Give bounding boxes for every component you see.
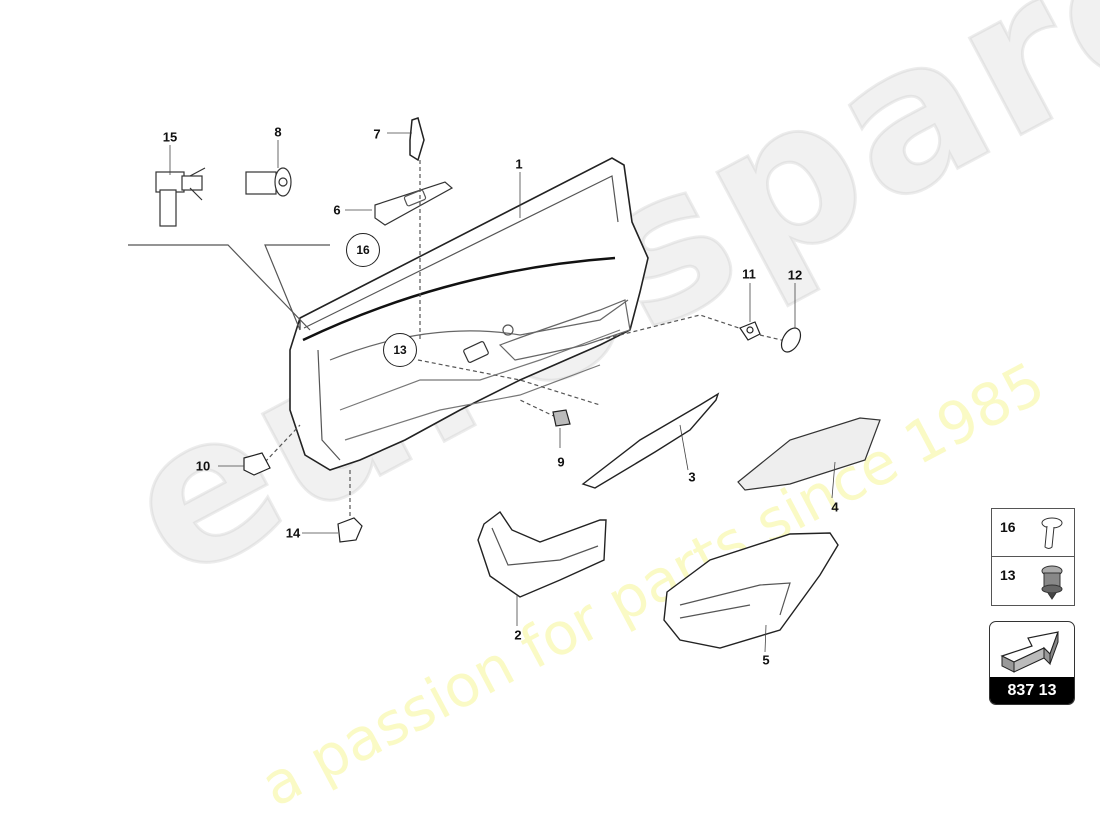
callout-14: 14 [285, 525, 301, 541]
parts-diagram: eurospares a passion for parts since 198… [88, 0, 1100, 820]
cover-part-5 [663, 532, 839, 649]
cap-part-12 [780, 327, 802, 353]
legend-row-16: 16 [992, 509, 1074, 557]
callout-16-circled: 16 [346, 233, 380, 267]
clip-fastener-icon [1041, 565, 1063, 600]
fastener-legend: 16 13 [991, 508, 1075, 606]
diagram-reference-number: 837 13 [990, 677, 1074, 704]
diagram-reference-box: 837 13 [989, 621, 1075, 705]
clip-part-15 [155, 167, 206, 227]
parts-drawing [128, 117, 881, 653]
trim-strip-part-3 [581, 392, 720, 489]
grommet-part-8 [245, 167, 292, 197]
callout-10: 10 [195, 458, 211, 474]
callout-16-label: 16 [356, 243, 370, 257]
legend-row-13: 13 [992, 557, 1074, 605]
callout-3: 3 [688, 469, 696, 485]
callout-13-circled: 13 [383, 333, 417, 367]
legend-number: 16 [1000, 519, 1016, 535]
door-panel-part-1 [289, 157, 649, 471]
legend-number: 13 [1000, 567, 1016, 583]
pocket-part-2 [477, 510, 607, 598]
callout-12: 12 [787, 267, 803, 283]
callout-1: 1 [515, 156, 523, 172]
callout-8: 8 [274, 124, 282, 140]
switch-part-10 [243, 452, 271, 476]
callout-4: 4 [831, 499, 839, 515]
callout-13-label: 13 [393, 343, 407, 357]
bracket-part-14 [337, 517, 363, 543]
nut-part-11 [739, 321, 761, 341]
callout-7: 7 [373, 126, 381, 142]
screw-icon [1041, 517, 1063, 549]
strap-part-7 [409, 117, 425, 162]
callout-6: 6 [333, 202, 341, 218]
direction-arrow-icon [1000, 631, 1059, 673]
callout-5: 5 [762, 652, 770, 668]
callout-2: 2 [514, 627, 522, 643]
callout-9: 9 [557, 454, 565, 470]
callout-15: 15 [162, 129, 178, 145]
handle-cover-part-6 [374, 181, 454, 226]
speaker-grille-part-4 [737, 417, 881, 491]
switch-part-9 [552, 409, 571, 427]
callout-11: 11 [742, 266, 756, 282]
